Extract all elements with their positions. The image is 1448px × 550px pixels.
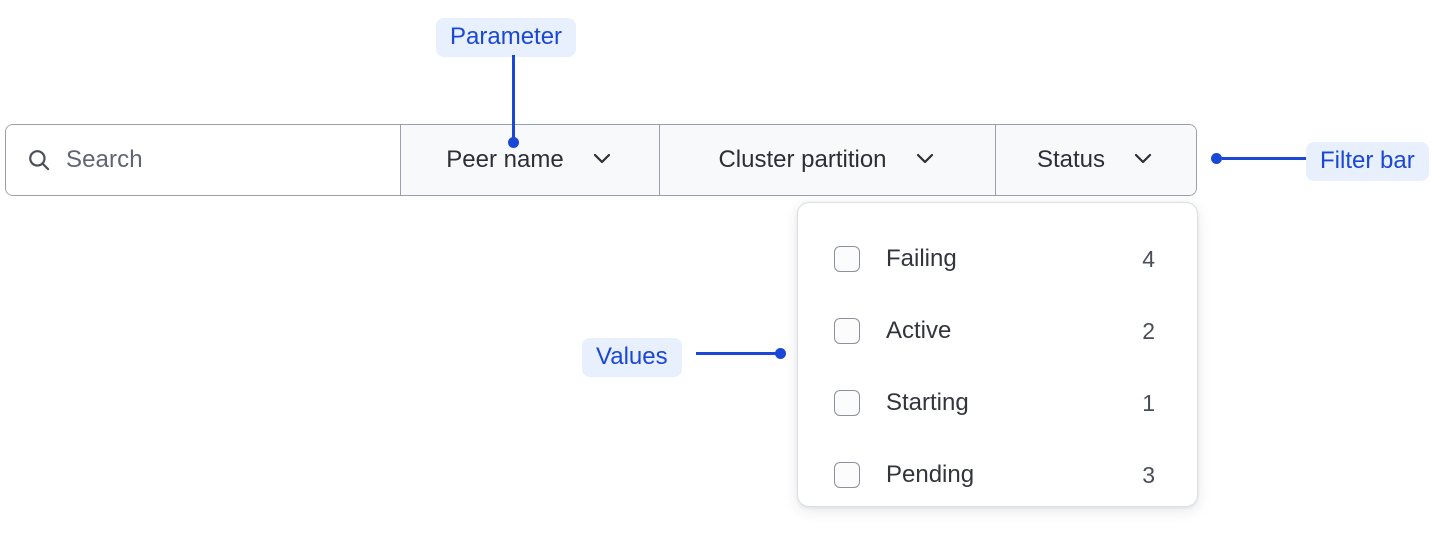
list-item-count: 1 [1142, 389, 1155, 416]
checkbox-icon[interactable] [834, 390, 860, 416]
list-item[interactable]: Failing 4 [834, 223, 1155, 295]
list-item-count: 4 [1142, 245, 1155, 272]
list-item[interactable]: Active 2 [834, 295, 1155, 367]
search-icon [26, 147, 52, 173]
annotation-leader-line-parameter [512, 55, 515, 142]
chevron-down-icon[interactable] [1131, 146, 1155, 175]
annotation-label-values: Values [582, 338, 682, 378]
chevron-down-icon[interactable] [913, 146, 937, 175]
filter-dropdown-label: Cluster partition [718, 146, 887, 173]
annotation-dot-parameter [508, 137, 519, 148]
filter-bar: Search Peer name Cluster partition Statu… [5, 124, 1197, 196]
annotation-dot-values [775, 348, 786, 359]
annotation-dot-filter-bar [1211, 153, 1222, 164]
annotation-label-filter-bar: Filter bar [1306, 142, 1429, 182]
list-item-count: 2 [1142, 317, 1155, 344]
filter-dropdown-cluster-partition[interactable]: Cluster partition [660, 125, 996, 195]
checkbox-icon[interactable] [834, 318, 860, 344]
checkbox-icon[interactable] [834, 462, 860, 488]
list-item-label: Starting [886, 389, 969, 416]
status-values-dropdown-panel: Failing 4 Active 2 Starting 1 Pending 3 [797, 202, 1198, 507]
chevron-down-icon[interactable] [590, 146, 614, 175]
search-input-placeholder[interactable]: Search [66, 146, 143, 173]
filter-dropdown-peer-name[interactable]: Peer name [401, 125, 660, 195]
annotation-leader-line-values [696, 352, 780, 355]
list-item[interactable]: Starting 1 [834, 367, 1155, 439]
list-item-label: Failing [886, 245, 957, 272]
list-item-label: Pending [886, 461, 975, 488]
list-item-label: Active [886, 317, 952, 344]
filter-dropdown-label: Peer name [446, 146, 564, 173]
annotation-leader-line-filter-bar [1222, 157, 1306, 160]
annotation-label-parameter: Parameter [436, 18, 577, 58]
checkbox-icon[interactable] [834, 246, 860, 272]
filter-dropdown-label: Status [1036, 146, 1106, 173]
list-item-count: 3 [1142, 461, 1155, 488]
search-field[interactable]: Search [6, 125, 401, 195]
list-item[interactable]: Pending 3 [834, 439, 1155, 511]
filter-dropdown-status[interactable]: Status [996, 125, 1196, 195]
